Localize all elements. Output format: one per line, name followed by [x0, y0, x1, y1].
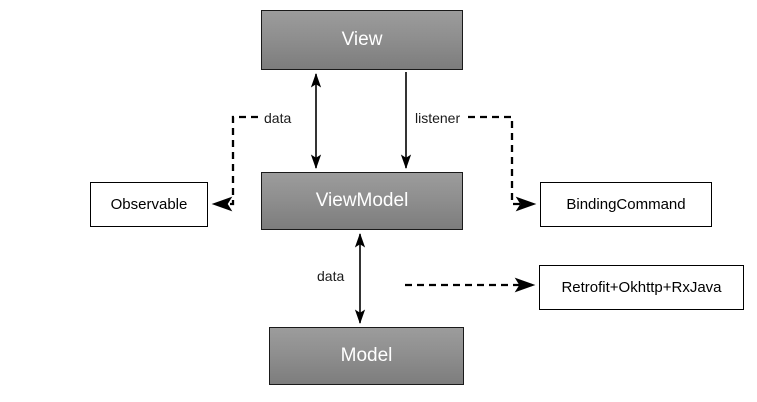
- node-bindingcommand-label: BindingCommand: [566, 196, 686, 213]
- edge-label-data-model: data: [317, 268, 345, 284]
- edge-label-data-observable: data: [264, 110, 292, 126]
- node-viewmodel-label: ViewModel: [315, 190, 409, 211]
- node-view-label: View: [341, 29, 383, 50]
- node-bindingcommand[interactable]: BindingCommand: [540, 182, 712, 227]
- node-model[interactable]: Model: [269, 327, 464, 385]
- node-network-stack[interactable]: Retrofit+Okhttp+RxJava: [539, 265, 744, 310]
- node-observable[interactable]: Observable: [90, 182, 208, 227]
- node-observable-label: Observable: [110, 196, 188, 213]
- node-view[interactable]: View: [261, 10, 463, 70]
- node-model-label: Model: [340, 345, 393, 366]
- edge-label-listener: listener: [415, 110, 461, 126]
- edge-view-data-observable: [211, 115, 258, 212]
- node-viewmodel[interactable]: ViewModel: [261, 172, 463, 230]
- edge-view-listener-bindingcommand: [468, 115, 537, 212]
- node-network-stack-label: Retrofit+Okhttp+RxJava: [561, 279, 722, 296]
